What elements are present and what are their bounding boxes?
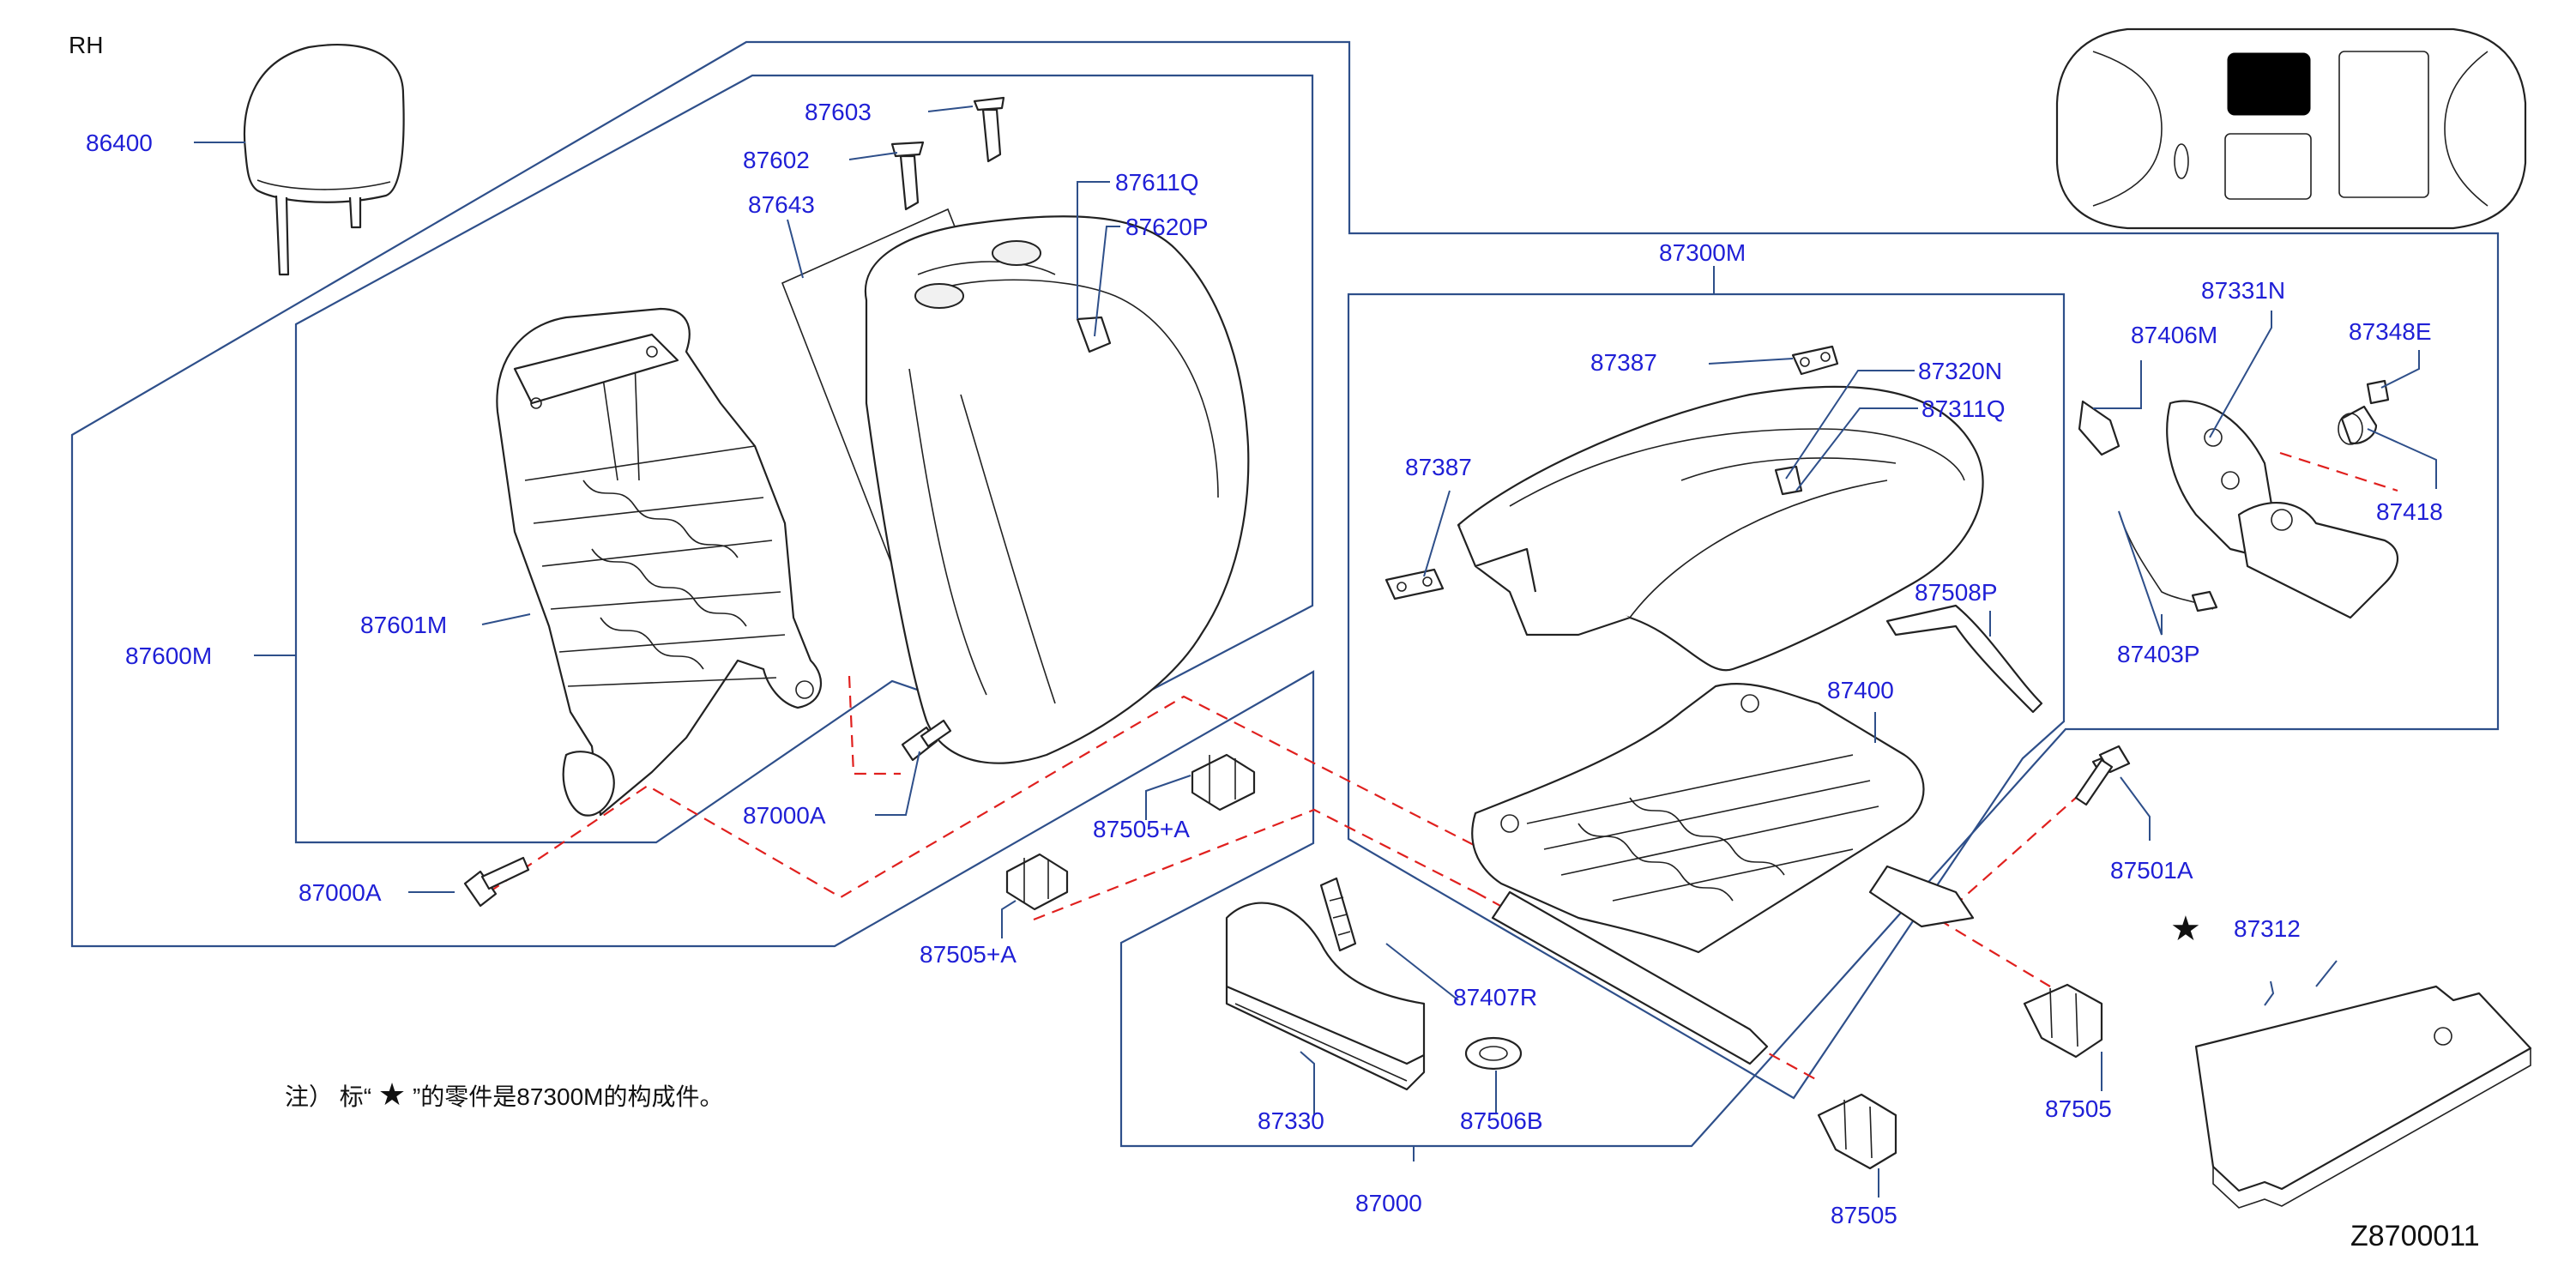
part-label-87387-lower: 87387 [1405,454,1472,480]
part-label-87300M: 87300M [1659,239,1746,266]
knob-87418 [2338,405,2378,445]
part-label-86400: 86400 [86,130,153,156]
clip-87505A-upper [1191,753,1256,811]
part-label-87505-bottom: 87505 [1831,1202,1897,1228]
star-marker: ★ [2170,910,2201,948]
seatback-cover [864,215,1250,764]
part-label-87601M: 87601M [360,612,447,638]
clip-87505-bottom [1817,1093,1897,1170]
part-label-87603: 87603 [805,99,872,125]
part-label-87331N: 87331N [2201,277,2285,304]
headrest [243,44,405,276]
part-label-87400: 87400 [1827,677,1894,703]
part-label-87000A-lower: 87000A [299,879,382,906]
part-label-87501A: 87501A [2110,857,2193,884]
bolt-87000A-upper [901,719,952,762]
seat-assembly-outline [70,40,2500,1148]
mat-87312 [2194,985,2532,1209]
part-label-87643: 87643 [748,191,815,218]
finisher-87331N [2237,501,2398,619]
part-label-87406M: 87406M [2131,322,2217,348]
part-label-87506B: 87506B [1460,1107,1543,1134]
part-label-87000: 87000 [1355,1190,1422,1216]
car-locator-inset [2055,27,2527,230]
part-label-87505A-upper: 87505+A [1093,816,1190,842]
note-prefix: 注） 标“ [285,1083,371,1110]
pad-87406M [2078,400,2121,456]
part-label-87311Q: 87311Q [1921,395,2006,422]
part-label-87312: 87312 [2234,915,2301,942]
part-label-87320N: 87320N [1918,358,2002,384]
note-text: 注） 标“ ★ ”的零件是87300M的构成件。 [285,1077,723,1112]
drawing-number: Z8700011 [2350,1220,2480,1252]
bolt-87501A [2074,745,2131,806]
part-label-87387-upper: 87387 [1590,349,1657,376]
seat-cushion [1457,385,1984,672]
headrest-guide-87602 [890,141,925,211]
retainer-87387-lower [1385,568,1445,600]
cable-87403P [2118,510,2218,612]
part-label-87418: 87418 [2376,498,2443,525]
seat-cushion-frame [1471,683,1975,1065]
seatback-frame [496,307,823,817]
side-label: RH [69,32,103,58]
headrest-guide-87603 [973,96,1005,163]
part-label-87403P: 87403P [2117,641,2200,667]
note-suffix: ”的零件是87300M的构成件。 [413,1083,724,1110]
part-label-87602: 87602 [743,147,810,173]
part-label-87348E: 87348E [2349,318,2432,345]
knob-87407R [1319,877,1357,952]
part-label-87600M: 87600M [125,643,212,669]
leader-lines [194,106,2437,1198]
clip-87505-right [2023,983,2103,1059]
part-label-87407R: 87407R [1453,984,1537,1011]
retainer-87387-upper [1791,345,1839,376]
cushion-group-outline [1347,293,2066,1100]
bolt-87000A-lower [463,856,530,908]
seat-location-highlight [2227,52,2311,116]
part-label-87508P: 87508P [1915,579,1998,606]
part-label-87330: 87330 [1258,1107,1324,1134]
part-label-87000A-upper: 87000A [743,802,826,829]
cap-87348E [2366,379,2390,405]
part-label-87620P: 87620P [1125,214,1209,240]
part-label-87505A-lower: 87505+A [920,941,1017,968]
grommet-87506B [1464,1036,1523,1071]
trim-87508P [1885,604,2043,714]
note-star: ★ [378,1077,406,1112]
side-finisher-87330 [1225,902,1426,1091]
part-label-87611Q: 87611Q [1115,169,1199,196]
clip-87505A-lower [1005,853,1069,911]
part-label-87505-right: 87505 [2045,1095,2112,1122]
